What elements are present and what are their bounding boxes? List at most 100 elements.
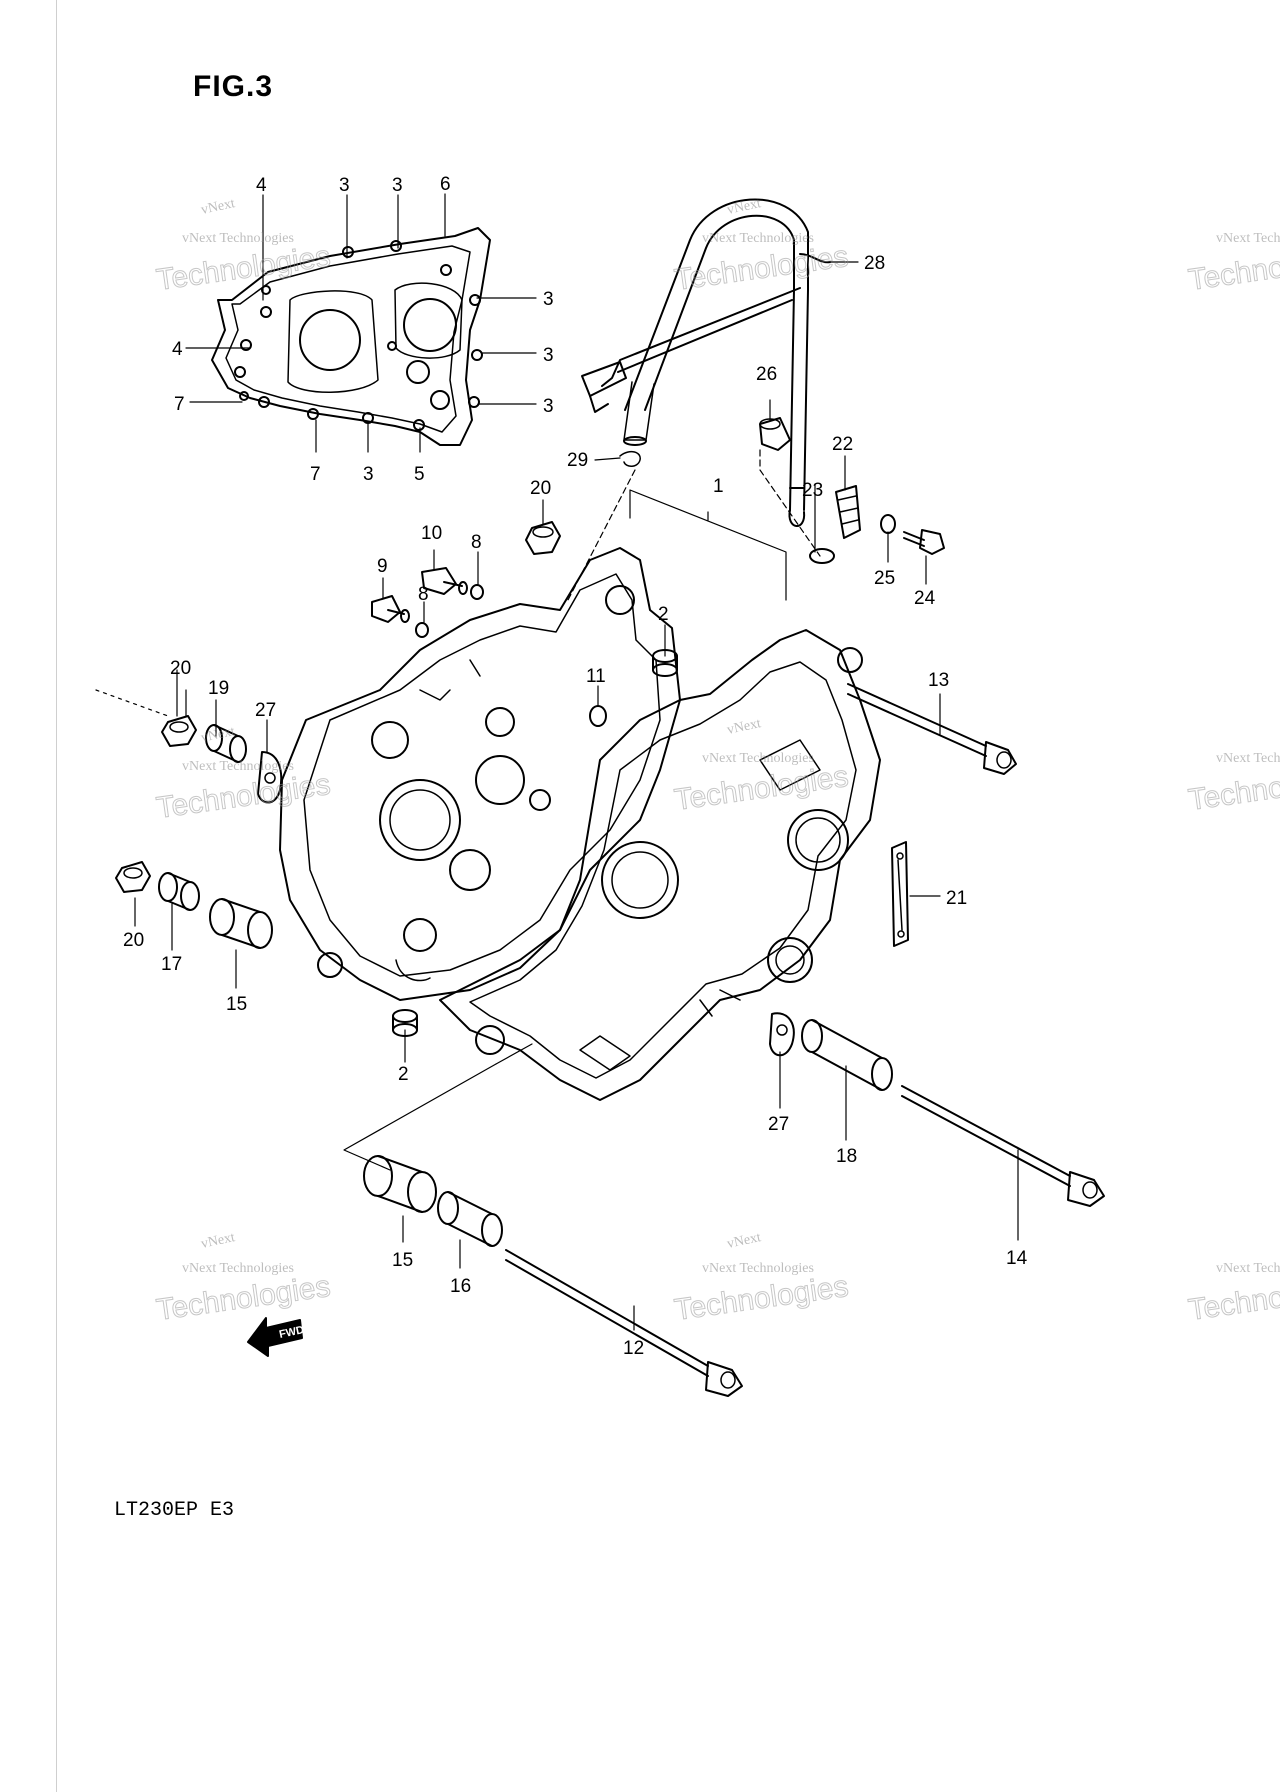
svg-text:vNext: vNext <box>726 716 763 738</box>
callout-18: 18 <box>836 1146 857 1167</box>
o-ring-8-upper <box>470 584 484 600</box>
callout-2-lower: 2 <box>398 1064 409 1085</box>
svg-text:Technologies: Technologies <box>1186 760 1280 817</box>
callout-23: 23 <box>802 480 823 501</box>
bushing-15-left <box>209 898 273 949</box>
svg-text:vNext: vNext <box>726 1230 763 1252</box>
watermark-top-center: vNext vNext Technologies Technologies <box>672 196 851 297</box>
callout-27-right: 27 <box>768 1114 789 1135</box>
fwd-label: FWD <box>278 1324 305 1341</box>
callout-28: 28 <box>864 253 885 274</box>
callout-8-lower: 8 <box>418 584 429 605</box>
callout-17: 17 <box>161 954 182 975</box>
crankcase-gasket <box>211 227 491 446</box>
watermark-bottom-left: vNext vNext Technologies Technologies <box>154 1230 333 1327</box>
bolt-13 <box>847 683 1017 775</box>
callout-19: 19 <box>208 678 229 699</box>
watermark-top-left: vNext vNext Technologies Technologies <box>154 196 333 297</box>
dowel-pin-upper <box>652 649 678 677</box>
callout-7-bottom: 7 <box>310 464 321 485</box>
nut-20-left-lower <box>115 861 151 893</box>
svg-text:vNext: vNext <box>200 724 237 746</box>
svg-text:Technologies: Technologies <box>672 240 850 297</box>
cap-26 <box>759 417 791 451</box>
callout-20-left-upper: 20 <box>170 658 191 679</box>
bushing-16 <box>437 1191 503 1247</box>
callout-4-left: 4 <box>172 339 183 360</box>
fwd-arrow <box>247 1317 303 1357</box>
watermark-mid-center: vNext vNext Technologies Technologies <box>672 716 851 817</box>
svg-text:vNext Technologies: vNext Technologies <box>702 751 814 766</box>
clamp-28 <box>799 253 831 264</box>
washer-27-right <box>769 1012 795 1057</box>
callout-15-lower: 15 <box>392 1250 413 1271</box>
callout-27-left: 27 <box>255 700 276 721</box>
callout-21: 21 <box>946 888 967 909</box>
svg-text:vNext: vNext <box>200 196 237 218</box>
clamp-23 <box>809 548 835 564</box>
callout-26: 26 <box>756 364 777 385</box>
callout-1: 1 <box>713 476 724 497</box>
callout-25: 25 <box>874 568 895 589</box>
clip-29 <box>619 450 641 467</box>
svg-text:Technologies: Technologies <box>672 1270 850 1327</box>
washer-27-left <box>257 751 283 804</box>
bushing-15-lower <box>363 1155 437 1213</box>
callout-10: 10 <box>421 523 442 544</box>
model-code: LT230EP E3 <box>114 1499 235 1522</box>
breather-hose-assembly <box>581 198 809 527</box>
switch-9 <box>371 595 410 623</box>
binding-margin-line <box>56 0 57 1792</box>
callout-6: 6 <box>440 174 451 195</box>
callout-24: 24 <box>914 588 936 609</box>
collar-19 <box>205 724 247 763</box>
svg-text:vNext Technologies: vNext Technologies <box>702 1261 814 1276</box>
callout-3-right-a: 3 <box>543 289 554 310</box>
callout-2-upper: 2 <box>658 604 669 625</box>
hose-guide-21 <box>891 841 909 947</box>
nut-20-top <box>525 521 561 555</box>
figure-title: FIG.3 <box>193 70 274 103</box>
callout-12: 12 <box>623 1338 644 1359</box>
svg-text:vNext Technologies: vNext Technologies <box>1216 1261 1280 1276</box>
dowel-pin-lower <box>392 1009 418 1037</box>
nut-20-left-upper <box>161 715 197 747</box>
callout-20-left-lower: 20 <box>123 930 144 951</box>
bolt-12 <box>505 1249 743 1397</box>
watermark-group: vNext vNext Technologies Technologies vN… <box>154 196 1280 1327</box>
callout-14: 14 <box>1006 1248 1028 1269</box>
callout-3-right-b: 3 <box>543 345 554 366</box>
callout-20-top: 20 <box>530 478 551 499</box>
svg-text:Technologies: Technologies <box>154 1270 332 1327</box>
callout-29: 29 <box>567 450 588 471</box>
o-ring-11 <box>589 705 607 727</box>
callout-8-upper: 8 <box>471 532 482 553</box>
bushing-17 <box>158 872 200 911</box>
bushing-18 <box>801 1019 893 1091</box>
svg-text:Technologies: Technologies <box>1186 240 1280 297</box>
callout-11: 11 <box>586 666 606 687</box>
callout-5: 5 <box>414 464 425 485</box>
callout-16: 16 <box>450 1276 471 1297</box>
svg-text:Technologies: Technologies <box>672 760 850 817</box>
svg-text:vNext: vNext <box>726 196 763 218</box>
washer-25 <box>880 514 896 534</box>
callout-3-top-a: 3 <box>339 175 350 196</box>
callout-15-left: 15 <box>226 994 247 1015</box>
svg-text:Technologies: Technologies <box>154 240 332 297</box>
callout-3-right-c: 3 <box>543 396 554 417</box>
crankcase-left-half <box>279 547 681 1001</box>
plug-22 <box>835 485 861 539</box>
svg-text:Technologies: Technologies <box>1186 1270 1280 1327</box>
callout-22: 22 <box>832 434 853 455</box>
callout-9: 9 <box>377 556 388 577</box>
switch-10 <box>421 567 468 595</box>
callout-3-top-b: 3 <box>392 175 403 196</box>
callout-3-bottom: 3 <box>363 464 374 485</box>
svg-text:vNext Technologies: vNext Technologies <box>702 231 814 246</box>
o-ring-8-lower <box>415 622 429 638</box>
crankcase-right-half <box>439 629 881 1101</box>
bolt-14 <box>901 1085 1105 1207</box>
svg-text:vNext Technologies: vNext Technologies <box>1216 231 1280 246</box>
